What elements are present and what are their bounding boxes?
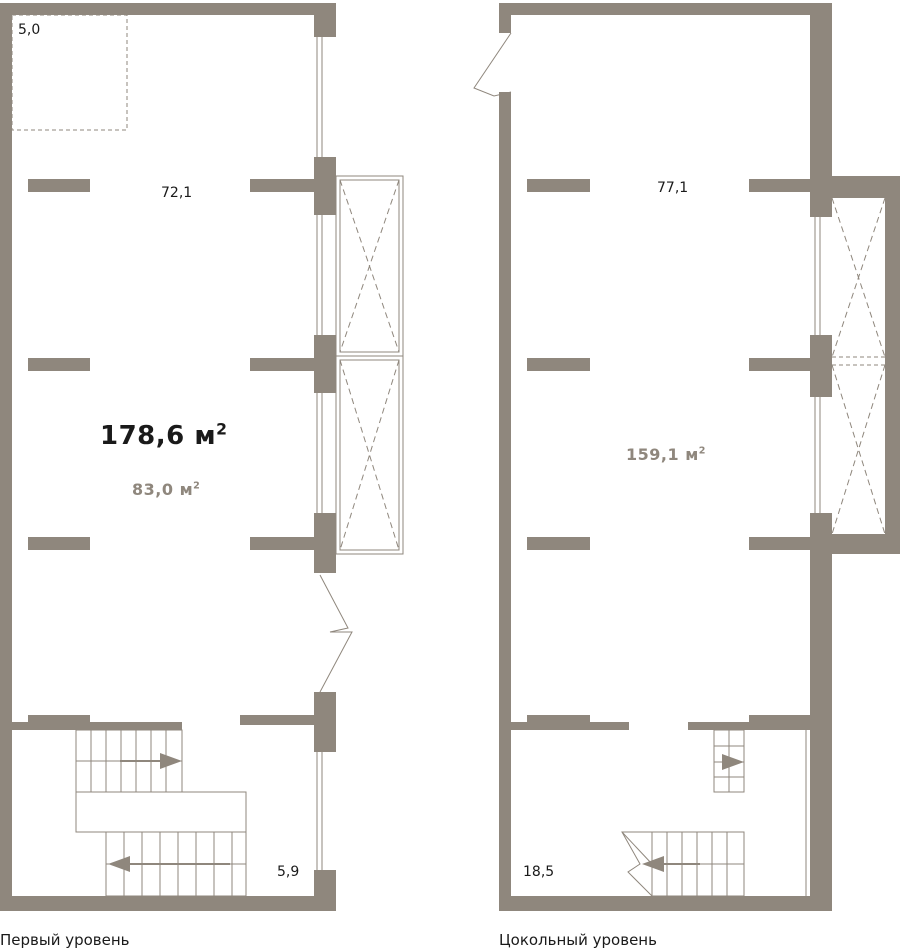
window-bay bbox=[339, 359, 400, 551]
wall-column bbox=[314, 335, 336, 393]
entry-door bbox=[473, 32, 512, 97]
basement-area-value: 159,1 bbox=[626, 445, 680, 464]
wall bbox=[810, 176, 900, 198]
stair-arrow-left bbox=[642, 856, 664, 872]
wall bbox=[314, 870, 336, 911]
stair-arrow-right bbox=[160, 753, 182, 769]
total-area-label: 178,6 м2 bbox=[100, 421, 227, 451]
wall bbox=[12, 722, 182, 730]
partition bbox=[749, 537, 812, 550]
first-level-lines bbox=[11, 14, 404, 897]
wall bbox=[499, 3, 511, 33]
dashed-room-outline bbox=[11, 14, 128, 131]
partition bbox=[527, 358, 590, 371]
partition bbox=[28, 537, 90, 550]
basement-area-label: 159,1 м2 bbox=[626, 445, 706, 464]
partition bbox=[28, 358, 90, 371]
wall-column bbox=[810, 513, 832, 534]
area-unit-exp: 2 bbox=[193, 480, 201, 492]
window-bay bbox=[335, 355, 404, 555]
room-area-label: 77,1 bbox=[657, 180, 689, 196]
partition bbox=[749, 358, 812, 371]
area-unit-exp: 2 bbox=[216, 420, 228, 439]
room-area-label: 5,9 bbox=[277, 864, 300, 880]
partition bbox=[250, 537, 316, 550]
wall-column bbox=[810, 335, 832, 397]
stair-arrow-left bbox=[108, 856, 130, 872]
partition bbox=[527, 179, 590, 192]
partition bbox=[749, 179, 812, 192]
wall bbox=[810, 534, 832, 911]
area-unit: м bbox=[179, 480, 194, 499]
wall bbox=[810, 3, 832, 197]
wall bbox=[499, 896, 832, 911]
partition bbox=[28, 179, 90, 192]
room-area-label: 5,0 bbox=[18, 22, 41, 38]
sub-area-value: 83,0 bbox=[132, 480, 174, 499]
wall-column bbox=[810, 197, 832, 217]
wall bbox=[810, 534, 900, 554]
wall bbox=[688, 722, 812, 730]
partition bbox=[250, 179, 316, 192]
partition bbox=[527, 537, 590, 550]
wall-column bbox=[314, 692, 336, 752]
wall bbox=[0, 3, 336, 15]
wall-column bbox=[314, 513, 336, 573]
partition bbox=[527, 715, 590, 725]
sub-area-label: 83,0 м2 bbox=[132, 480, 200, 499]
area-unit: м bbox=[194, 421, 217, 451]
folding-door bbox=[319, 574, 353, 693]
area-unit: м bbox=[685, 445, 699, 464]
wall bbox=[499, 92, 511, 911]
stair-winder bbox=[621, 831, 653, 897]
level-caption: Первый уровень bbox=[0, 931, 130, 949]
level-caption: Цокольный уровень bbox=[499, 931, 657, 949]
wall bbox=[0, 896, 336, 911]
wall bbox=[511, 722, 629, 730]
room-area-label: 18,5 bbox=[523, 864, 555, 880]
basement-level-plan bbox=[499, 3, 900, 911]
partition bbox=[749, 715, 812, 725]
wall bbox=[885, 176, 900, 554]
partition bbox=[240, 715, 316, 725]
stair-arrow-right bbox=[722, 754, 744, 770]
room-area-label: 72,1 bbox=[161, 185, 193, 201]
basement-stair-arrows bbox=[642, 754, 744, 872]
first-level-plan bbox=[0, 3, 336, 911]
window-bay bbox=[339, 179, 400, 353]
wall bbox=[0, 3, 12, 911]
stair-landing bbox=[75, 791, 247, 833]
wall bbox=[314, 3, 336, 37]
partition bbox=[250, 358, 316, 371]
total-area-value: 178,6 bbox=[100, 421, 185, 451]
wall-column bbox=[314, 157, 336, 215]
stair-arrows bbox=[108, 753, 230, 872]
area-unit-exp: 2 bbox=[698, 445, 706, 457]
wall bbox=[499, 3, 832, 15]
